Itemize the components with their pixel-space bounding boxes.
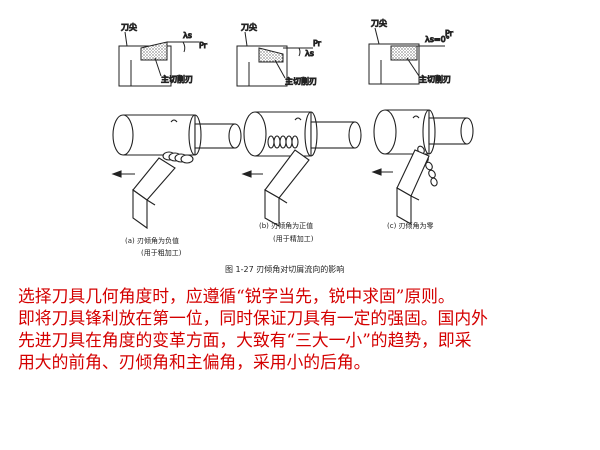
text-line-4: 用大的前角、刃倾角和主偏角，采用小的后角。 [18, 352, 371, 372]
panel-a-edge-label: 主切削刃 [161, 74, 193, 84]
panel-c: 刀尖 λs=0° Pr 主切削刃 [368, 18, 474, 230]
panel-c-top-view: 刀尖 λs=0° Pr 主切削刃 [368, 18, 454, 85]
panel-a-workpiece [111, 114, 242, 230]
panel-a-tip-label: 刀尖 [121, 22, 137, 32]
panel-c-tip-label: 刀尖 [371, 18, 387, 28]
panel-a: 刀尖 λs Pr 主切削刃 [111, 22, 242, 257]
panel-a-ref-label: Pr [199, 41, 208, 50]
panel-b-edge-label: 主切削刃 [285, 76, 317, 86]
panel-c-ref-label: Pr [445, 29, 454, 38]
panel-b-tip-label: 刀尖 [241, 22, 257, 32]
panel-a-caption-1: (a) 刃倾角为负值 [125, 236, 179, 245]
figure-caption: 图 1-27 刃倾角对切屑流向的影响 [225, 264, 344, 274]
panel-b-workpiece [241, 111, 362, 227]
panel-c-caption-1: (c) 刃倾角为零 [387, 221, 434, 230]
text-line-3: 先进刀具在角度的变革方面，大致有“三大一小”的趋势，即采 [18, 330, 472, 350]
panel-c-workpiece [371, 109, 474, 225]
panel-c-angle-label: λs=0° [425, 35, 450, 44]
panel-b-angle-label: λs [305, 49, 314, 58]
panel-b-top-view: 刀尖 λs Pr 主切削刃 [236, 22, 322, 87]
panel-b-caption-1: (b) 刃倾角为正值 [259, 221, 313, 230]
panel-b-caption-2: (用于精加工) [273, 234, 314, 243]
panel-c-edge-label: 主切削刃 [419, 74, 451, 84]
text-line-2: 即将刀具锋利放在第一位，同时保证刀具有一定的强固。国内外 [18, 308, 488, 328]
panel-a-caption-2: (用于粗加工) [141, 248, 182, 257]
panel-b: 刀尖 λs Pr 主切削刃 [236, 22, 362, 243]
panel-b-ref-label: Pr [313, 39, 322, 48]
panel-a-top-view: 刀尖 λs Pr 主切削刃 [118, 22, 208, 87]
text-line-1: 选择刀具几何角度时，应遵循“锐字当先，锐中求固”原则。 [18, 286, 455, 306]
body-text: 选择刀具几何角度时，应遵循“锐字当先，锐中求固”原则。 即将刀具锋利放在第一位，… [18, 285, 593, 373]
panel-a-angle-label: λs [183, 31, 192, 40]
cutting-tool-figure: 刀尖 λs Pr 主切削刃 [111, 18, 474, 274]
